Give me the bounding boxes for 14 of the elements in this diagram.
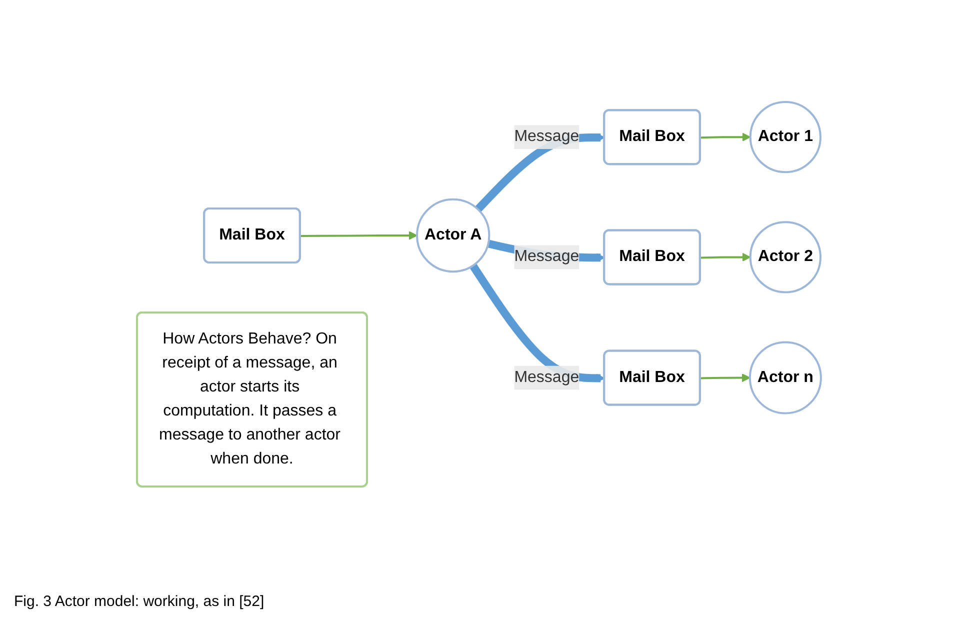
node-circle: Actor 2 [748,221,822,294]
node-circle: Actor A [416,198,490,273]
arrow [700,132,750,142]
arrow [469,264,605,383]
arrow [700,253,750,262]
node-circle: Actor n [748,342,822,415]
figure-caption: Fig. 3 Actor model: working, as in [52] [13,592,266,612]
edge-label: Message [514,369,579,386]
node-text: How Actors Behave? On receipt of a message, an actor starts its computation. It passes a message to another actor when done. [158,330,340,468]
node-circle: Actor 1 [748,101,822,174]
edge-label: Message [514,248,579,266]
arrow [300,231,417,240]
arrow [700,374,750,382]
edge-label: Message [514,128,579,146]
